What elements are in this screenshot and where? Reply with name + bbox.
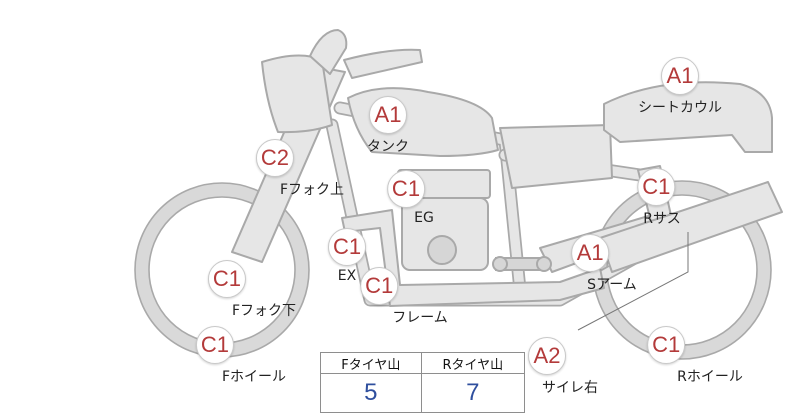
part-exhaust: C1 EX <box>328 228 366 284</box>
part-label: シートカウル <box>638 100 722 116</box>
part-frame: C1 フレーム <box>360 267 448 327</box>
part-seat-cowl: A1 シートカウル <box>638 57 722 117</box>
part-front-fork-upper: C2 Fフォク上 <box>255 139 345 199</box>
grade-badge: C1 <box>386 170 425 208</box>
part-label: タンク <box>367 139 409 155</box>
part-label: EG <box>414 210 434 226</box>
part-swing-arm: A1 Sアーム <box>571 234 637 294</box>
exhaust-shape <box>341 209 605 307</box>
part-engine: C1 EG <box>378 170 434 226</box>
part-label: サイレ右 <box>542 380 598 396</box>
part-label: Sアーム <box>587 277 637 293</box>
grade-badge: A1 <box>369 96 407 134</box>
grade-badge: C1 <box>647 326 686 364</box>
front-tread-header: Fタイヤ山 <box>320 352 422 374</box>
part-label: EX <box>337 268 357 284</box>
grade-badge: A2 <box>528 337 566 375</box>
grade-badge: C1 <box>207 260 246 298</box>
grade-badge: C1 <box>637 168 676 206</box>
muffler-shape <box>599 181 783 273</box>
part-label: Fフォク上 <box>279 182 345 198</box>
grade-badge: A1 <box>661 57 699 95</box>
rear-tread-header: Rタイヤ山 <box>420 352 526 374</box>
part-tank: A1 タンク <box>367 96 409 156</box>
part-label: Rホイール <box>677 369 743 385</box>
part-front-wheel: C1 Fホイール <box>195 326 287 386</box>
grade-badge: C1 <box>360 267 399 305</box>
grade-badge: C1 <box>195 326 234 364</box>
rear-tread-value: 7 <box>420 373 526 413</box>
grade-badge: A1 <box>571 234 610 272</box>
part-label: Rサス <box>643 211 681 227</box>
grade-badge: C2 <box>255 139 294 177</box>
tread-depth-table: Fタイヤ山 Rタイヤ山 5 7 <box>320 352 526 413</box>
seat-cowl-shape <box>603 81 773 153</box>
grade-badge: C1 <box>328 228 366 266</box>
part-rear-suspension: C1 Rサス <box>637 168 681 228</box>
part-muffler-right: A2 サイレ右 <box>528 337 598 397</box>
front-tread-value: 5 <box>320 373 422 413</box>
part-label: フレーム <box>392 310 448 326</box>
part-rear-wheel: C1 Rホイール <box>647 326 743 386</box>
part-label: Fフォク下 <box>231 303 297 319</box>
part-front-fork-lower: C1 Fフォク下 <box>207 260 297 320</box>
part-label: Fホイール <box>221 369 287 385</box>
